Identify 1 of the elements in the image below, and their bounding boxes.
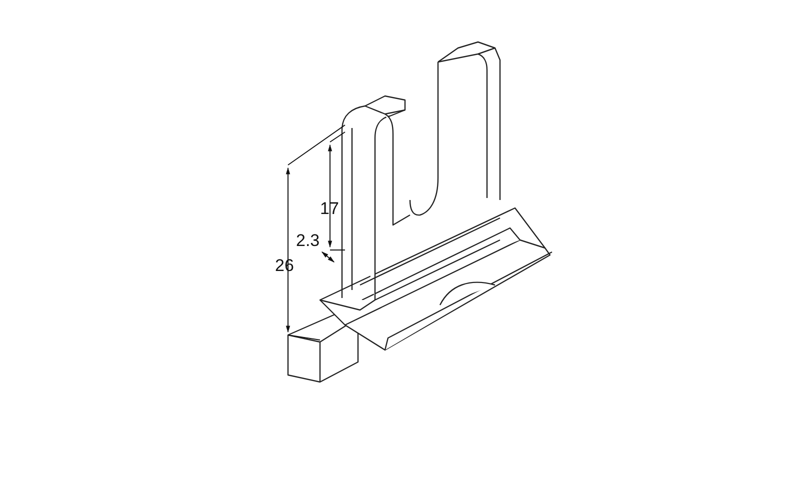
dimension-label: 2.3 [296, 232, 320, 249]
